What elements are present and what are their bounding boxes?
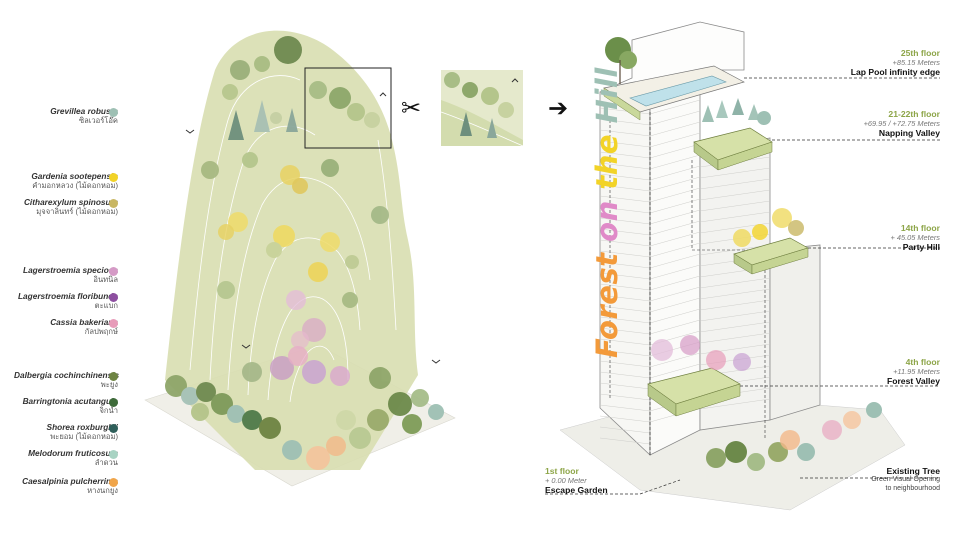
hill-shape	[165, 30, 418, 471]
legend-scientific-name: Dalbergia cochinchinensis	[14, 370, 120, 380]
legend-item: Cassia bakeriana กัลปพฤกษ์	[14, 317, 118, 337]
bird-icon	[431, 359, 441, 364]
zoom-frame	[304, 67, 392, 149]
hill-trees	[165, 36, 444, 470]
project-title: Forest on the Hill	[590, 67, 624, 358]
floor-label-4: 4th floor +11.95 Meters Forest Valley	[887, 357, 940, 386]
existing-tree-line2: to neighbourhood	[885, 484, 941, 492]
legend-swatch	[109, 319, 118, 328]
floor-number: 14th floor	[900, 223, 940, 233]
legend-item: Citharexylum spinosum มุจจาลินทร์ (ไม้ดอ…	[14, 197, 118, 217]
legend-item: Melodorum fruticosum ลำดวน	[14, 448, 118, 468]
legend-swatch	[109, 293, 118, 302]
legend-scientific-name: Lagerstroemia speciosa	[23, 265, 118, 275]
legend-scientific-name: Citharexylum spinosum	[23, 197, 118, 207]
legend-scientific-name: Melodorum fruticosum	[28, 448, 118, 458]
lap-pool	[629, 75, 727, 107]
legend-item: Grevillea robusta ซิลเวอร์โอ๊ค	[14, 106, 118, 126]
bird-icon	[379, 92, 387, 97]
legend-scientific-name: Grevillea robusta	[50, 106, 118, 116]
legend-thai-name: หางนกยูง	[87, 486, 118, 495]
floor-name: Napping Valley	[878, 128, 940, 138]
legend-thai-name: ตะแบก	[94, 301, 118, 310]
legend-swatch	[109, 450, 118, 459]
legend-item: Gardenia sootepensis คำมอกหลวง (ไม้ดอกหอ…	[14, 171, 118, 191]
floor-number: 21-22th floor	[888, 109, 940, 119]
floor-label-21-22: 21-22th floor +69.95 / +72.75 Meters Nap…	[864, 109, 940, 138]
legend-swatch	[109, 108, 118, 117]
existing-tree-line1: Green Visual Opening	[871, 476, 940, 483]
bird-icon	[185, 129, 195, 134]
legend-item: Caesalpinia pulcherrima หางนกยูง	[14, 476, 118, 496]
legend-scientific-name: Shorea roxburghii	[46, 422, 118, 432]
floor-number: 1st floor	[545, 466, 579, 476]
bird-icon	[241, 344, 251, 349]
title-word-forest: Forest	[590, 252, 624, 358]
existing-tree-title: Existing Tree	[886, 466, 941, 476]
legend-thai-name: ซิลเวอร์โอ๊ค	[78, 116, 118, 125]
legend-scientific-name: Barringtonia acutangula	[22, 396, 118, 406]
legend-thai-name: จิกน้ำ	[99, 406, 118, 415]
title-word-hill: Hill	[590, 67, 624, 124]
legend-thai-name: คำมอกหลวง (ไม้ดอกหอม)	[32, 181, 118, 190]
legend-swatch	[109, 398, 118, 407]
floor-meters: + 0.00 Meter	[545, 476, 587, 485]
scissors-icon: ✂	[401, 95, 422, 122]
legend-thai-name: ลำดวน	[94, 458, 118, 467]
zoom-detail-panel	[440, 70, 524, 147]
legend-item: Dalbergia cochinchinensis พะยูง	[14, 370, 120, 390]
floor-name: Party Hill	[902, 242, 940, 252]
legend-swatch	[109, 372, 118, 381]
floor-label-1: 1st floor + 0.00 Meter Escape Garden	[545, 466, 608, 495]
existing-tree-label: Existing Tree Green Visual Opening to ne…	[871, 466, 940, 493]
floor-number: 4th floor	[905, 357, 940, 367]
floor-label-14: 14th floor + 45.05 Meters Party Hill	[890, 223, 940, 252]
floor-name: Escape Garden	[545, 485, 608, 495]
legend-scientific-name: Caesalpinia pulcherrima	[22, 476, 118, 486]
legend-scientific-name: Gardenia sootepensis	[31, 171, 118, 181]
arrow-right-icon: ➔	[548, 95, 569, 122]
legend-thai-name: พะยูง	[100, 380, 118, 389]
legend-scientific-name: Cassia bakeriana	[50, 317, 118, 327]
legend-swatch	[109, 424, 118, 433]
legend-swatch	[109, 199, 118, 208]
legend-swatch	[109, 478, 118, 487]
floor-number: 25th floor	[900, 48, 940, 58]
legend-item: Lagerstroemia speciosa อินทนิล	[14, 265, 118, 285]
leader-line	[545, 479, 681, 495]
floor-name: Lap Pool infinity edge	[850, 67, 940, 77]
legend-item: Barringtonia acutangula จิกน้ำ	[14, 396, 118, 416]
floor-label-25: 25th floor +85.15 Meters Lap Pool infini…	[851, 48, 940, 77]
legend-thai-name: พะยอม (ไม้ดอกหอม)	[50, 432, 118, 441]
title-word-on: on	[590, 200, 624, 242]
floor-meters: +69.95 / +72.75 Meters	[863, 119, 940, 128]
legend-item: Shorea roxburghii พะยอม (ไม้ดอกหอม)	[14, 422, 118, 442]
legend-scientific-name: Lagerstroemia floribunda	[17, 291, 118, 301]
floor-name: Forest Valley	[886, 376, 940, 386]
legend-thai-name: กัลปพฤกษ์	[84, 327, 118, 336]
floor-meters: + 45.05 Meters	[890, 233, 940, 242]
legend-thai-name: อินทนิล	[93, 275, 118, 284]
legend-swatch	[109, 173, 118, 182]
title-word-the: the	[590, 133, 624, 190]
lower-block	[769, 244, 821, 421]
legend-thai-name: มุจจาลินทร์ (ไม้ดอกหอม)	[36, 207, 118, 216]
legend-swatch	[109, 267, 118, 276]
floor-meters: +85.15 Meters	[892, 58, 940, 67]
legend-item: Lagerstroemia floribunda ตะแบก	[14, 291, 118, 311]
floor-meters: +11.95 Meters	[893, 367, 940, 376]
